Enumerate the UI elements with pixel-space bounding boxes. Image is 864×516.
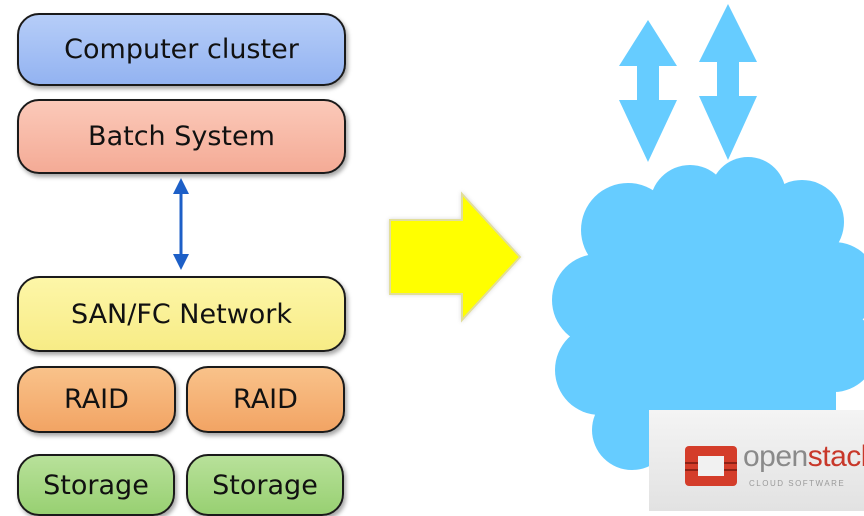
- right-arrow-icon: [389, 191, 522, 323]
- computer-cluster-box: Computer cluster: [17, 13, 346, 86]
- up-down-arrow-icon-right: [699, 4, 757, 160]
- double-arrow-connector-icon: [173, 178, 189, 270]
- raid-label-right: RAID: [233, 384, 298, 415]
- openstack-wordmark: openstack: [743, 440, 864, 474]
- raid-label-left: RAID: [64, 384, 129, 415]
- batch-system-box: Batch System: [17, 99, 346, 174]
- openstack-tagline: CLOUD SOFTWARE: [749, 479, 846, 488]
- wordmark-stack: stack: [807, 440, 864, 473]
- up-down-arrow-icon-left: [619, 20, 677, 162]
- storage-label-right: Storage: [212, 469, 318, 501]
- storage-box-right: Storage: [186, 454, 344, 516]
- storage-box-left: Storage: [17, 454, 175, 516]
- san-fc-network-box: SAN/FC Network: [17, 276, 346, 352]
- raid-box-left: RAID: [17, 366, 176, 433]
- openstack-mark-icon: [685, 446, 737, 486]
- openstack-logo: openstack CLOUD SOFTWARE: [649, 410, 864, 511]
- computer-cluster-label: Computer cluster: [64, 34, 299, 65]
- wordmark-open: open: [743, 440, 808, 473]
- san-fc-network-label: SAN/FC Network: [70, 298, 293, 330]
- batch-system-label: Batch System: [88, 121, 275, 152]
- storage-label-left: Storage: [43, 469, 149, 501]
- raid-box-right: RAID: [186, 366, 345, 433]
